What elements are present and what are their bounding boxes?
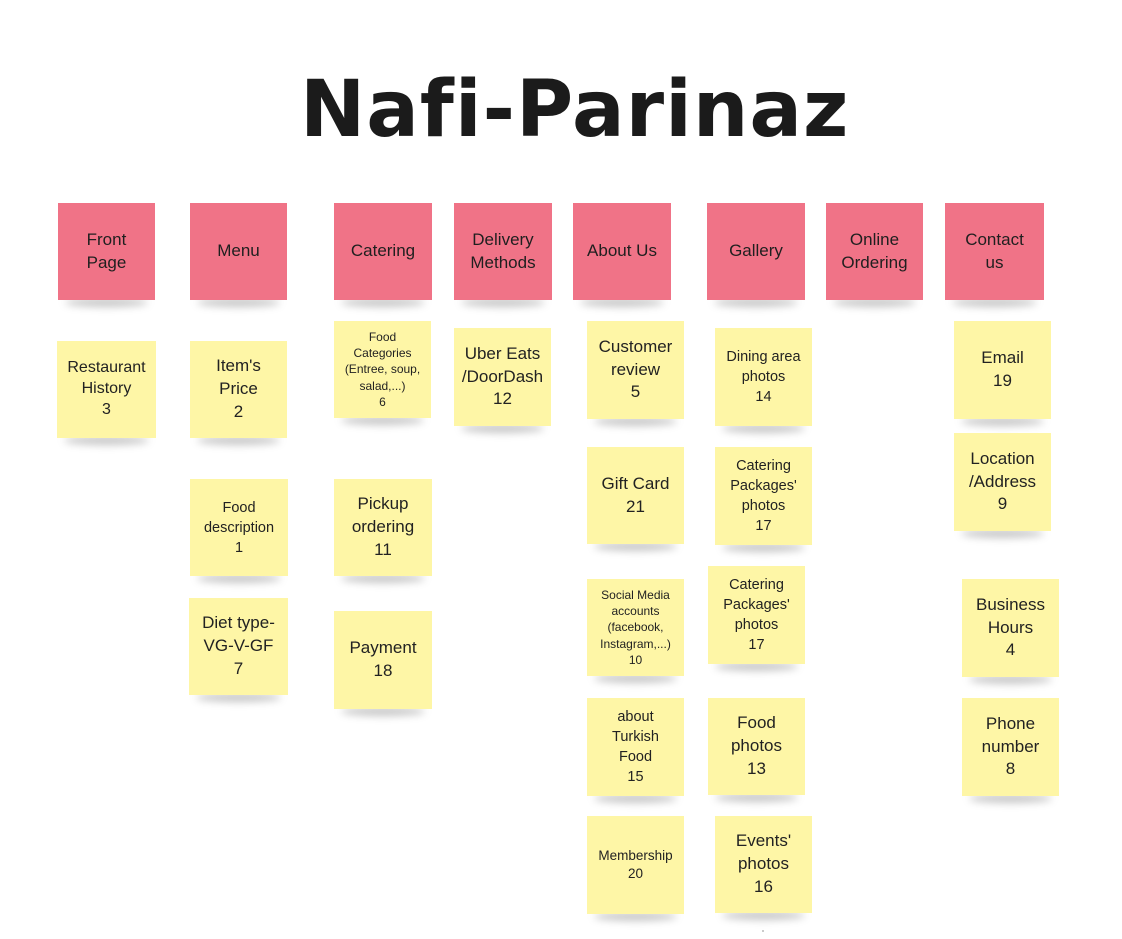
item-note-customer-review[interactable]: Customer review 5 (587, 321, 684, 419)
item-note-catering-packages-photos[interactable]: Catering Packages' photos 17 (715, 447, 812, 545)
item-note-phone-number[interactable]: Phone number 8 (962, 698, 1059, 796)
item-note-food-description[interactable]: Food description 1 (190, 479, 288, 576)
stray-dot (762, 930, 764, 932)
item-note-gift-card[interactable]: Gift Card 21 (587, 447, 684, 544)
category-note-menu[interactable]: Menu (190, 203, 287, 300)
item-note-pickup-ordering[interactable]: Pickup ordering 11 (334, 479, 432, 576)
item-note-food-photos[interactable]: Food photos 13 (708, 698, 805, 795)
category-note-online-ordering[interactable]: Online Ordering (826, 203, 923, 300)
item-note-items-price[interactable]: Item's Price 2 (190, 341, 287, 438)
item-note-social-media-accounts[interactable]: Social Media accounts (facebook, Instagr… (587, 579, 684, 676)
item-note-restaurant-history[interactable]: Restaurant History 3 (57, 341, 156, 438)
category-note-about-us[interactable]: About Us (573, 203, 671, 300)
item-note-location-address[interactable]: Location /Address 9 (954, 433, 1051, 531)
category-note-gallery[interactable]: Gallery (707, 203, 805, 300)
item-note-food-categories[interactable]: Food Categories (Entree, soup, salad,...… (334, 321, 431, 418)
item-note-about-turkish-food[interactable]: about Turkish Food 15 (587, 698, 684, 796)
item-note-catering-packages-photos-2[interactable]: Catering Packages' photos 17 (708, 566, 805, 664)
category-note-contact-us[interactable]: Contact us (945, 203, 1044, 300)
item-note-membership[interactable]: Membership 20 (587, 816, 684, 914)
board-title: Nafi-Parinaz (300, 65, 850, 155)
category-note-delivery-methods[interactable]: Delivery Methods (454, 203, 552, 300)
category-note-front-page[interactable]: Front Page (58, 203, 155, 300)
category-note-catering[interactable]: Catering (334, 203, 432, 300)
item-note-payment[interactable]: Payment 18 (334, 611, 432, 709)
item-note-business-hours[interactable]: Business Hours 4 (962, 579, 1059, 677)
item-note-uber-eats-doordash[interactable]: Uber Eats /DoorDash 12 (454, 328, 551, 426)
item-note-events-photos[interactable]: Events' photos 16 (715, 816, 812, 913)
item-note-dining-area-photos[interactable]: Dining area photos 14 (715, 328, 812, 426)
item-note-email[interactable]: Email 19 (954, 321, 1051, 419)
item-note-diet-type[interactable]: Diet type- VG-V-GF 7 (189, 598, 288, 695)
